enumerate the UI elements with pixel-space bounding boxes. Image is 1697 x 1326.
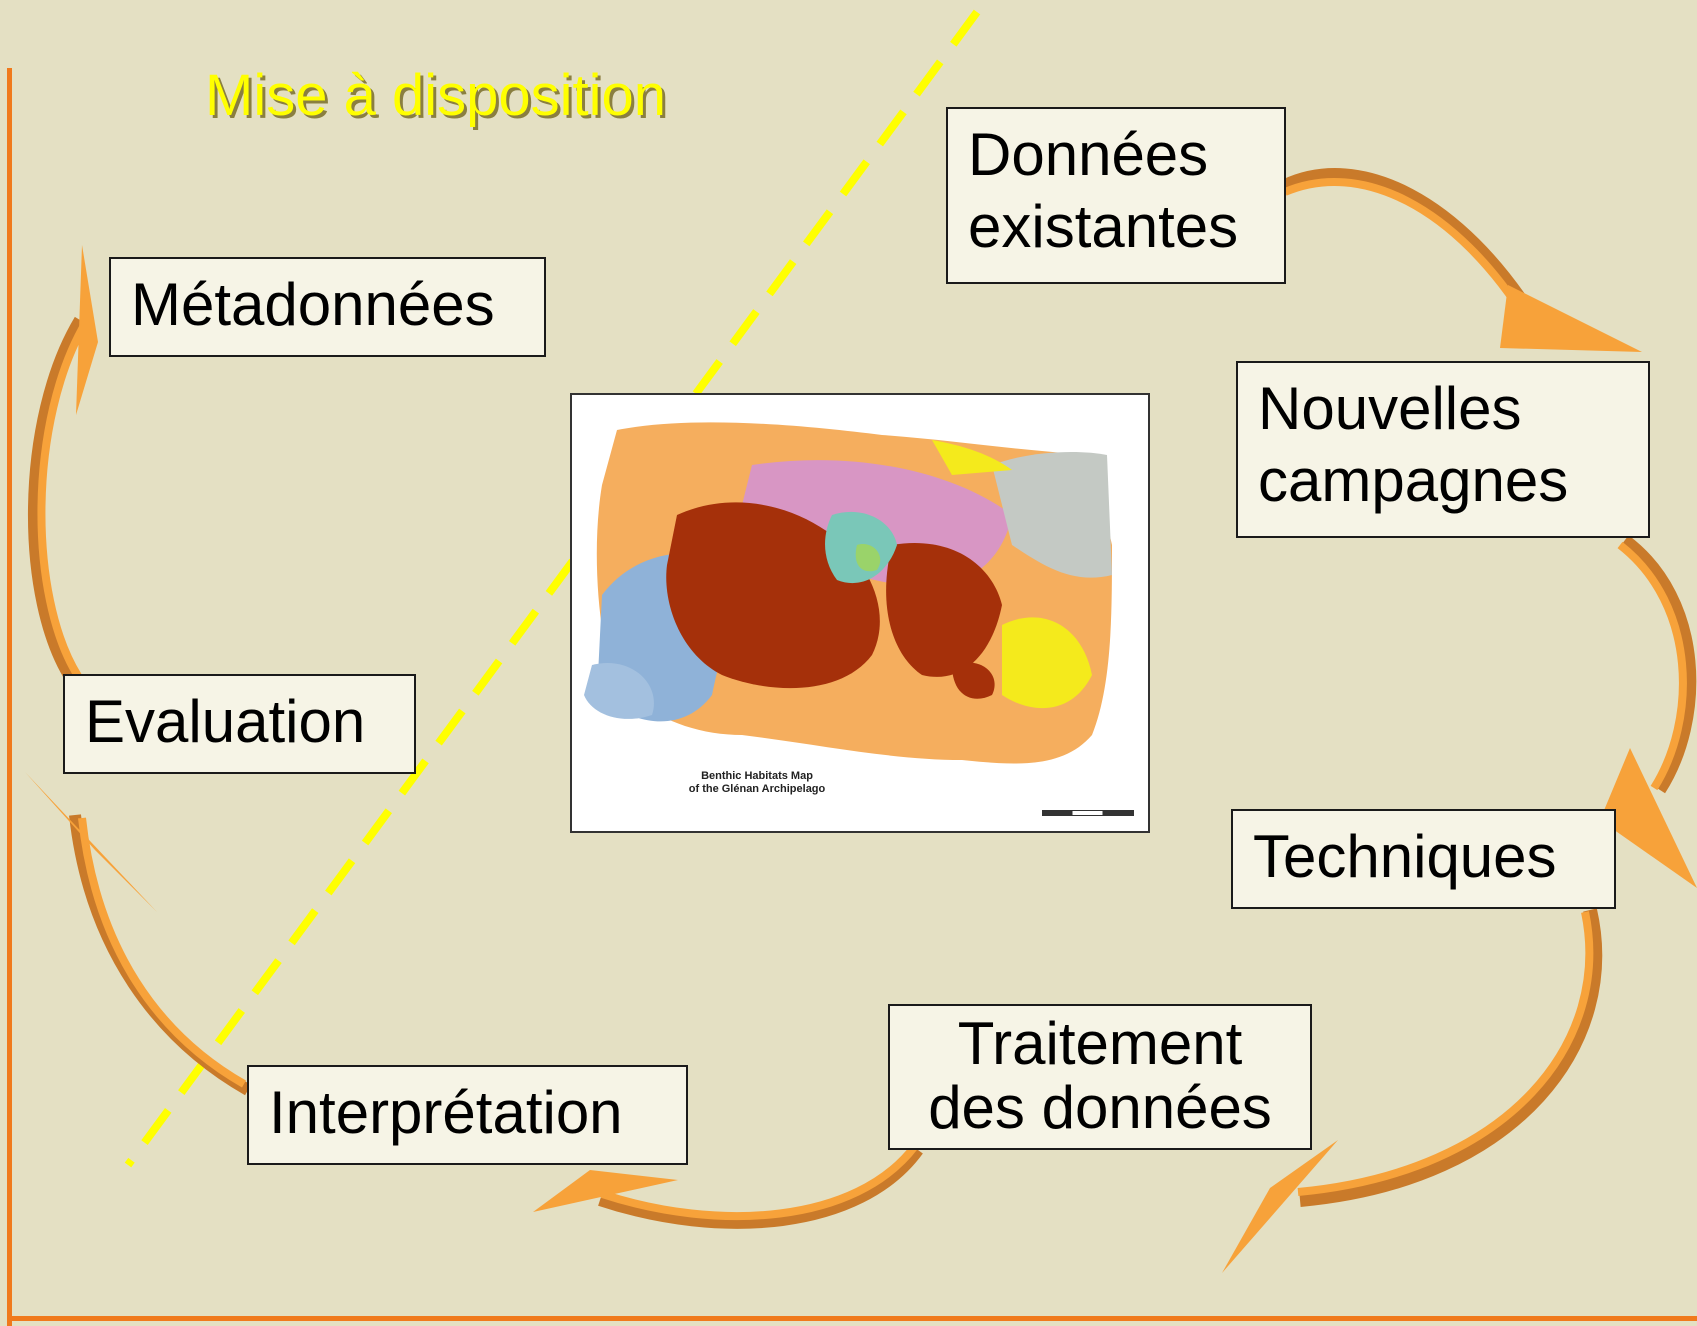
box-interpretation: Interprétation <box>247 1065 688 1165</box>
box-techniques-label: Techniques <box>1253 823 1557 890</box>
arrow-donnees-to-campagnes <box>1282 168 1642 352</box>
arrow-evaluation-to-metadonnees <box>28 245 98 684</box>
box-nouvelles-campagnes-line-1: Nouvelles <box>1258 375 1522 442</box>
slide-frame-bottom <box>7 1316 1697 1321</box>
box-interpretation-label: Interprétation <box>269 1079 623 1146</box>
box-techniques: Techniques <box>1231 809 1616 909</box>
dashed-divider-line <box>124 9 981 1168</box>
map-caption-line-2: of the Glénan Archipelago <box>688 783 826 795</box>
box-donnees-existantes-line-1: Données <box>968 121 1209 188</box>
box-traitement-des-donnees: Traitement des données <box>888 1004 1312 1150</box>
box-traitement-line-1: Traitement <box>957 1010 1243 1077</box>
slide-frame-left <box>7 68 12 1326</box>
box-nouvelles-campagnes-line-2: campagnes <box>1258 447 1569 514</box>
arrow-interpretation-to-evaluation <box>25 772 251 1096</box>
box-traitement-line-2: des données <box>928 1074 1272 1141</box>
map-caption-line-1: Benthic Habitats Map <box>701 770 813 782</box>
box-nouvelles-campagnes: Nouvelles campagnes <box>1236 361 1650 538</box>
box-evaluation: Evaluation <box>63 674 416 774</box>
box-donnees-existantes: Données existantes <box>946 107 1286 284</box>
benthic-habitats-map: Benthic Habitats Map of the Glénan Archi… <box>570 393 1150 833</box>
box-metadonnees: Métadonnées <box>109 257 546 357</box>
map-caption: Benthic Habitats Map of the Glénan Archi… <box>672 770 842 796</box>
box-evaluation-label: Evaluation <box>85 688 366 755</box>
box-metadonnees-label: Métadonnées <box>131 271 495 338</box>
map-graphic <box>584 422 1112 764</box>
map-scale-bar <box>1042 810 1134 816</box>
box-donnees-existantes-line-2: existantes <box>968 193 1239 260</box>
arrow-traitement-to-interpretation <box>533 1143 923 1229</box>
arrow-campagnes-to-techniques <box>1600 535 1697 888</box>
arrow-techniques-to-traitement <box>1222 908 1603 1273</box>
mise-a-disposition-title: Mise à disposition <box>205 63 666 128</box>
